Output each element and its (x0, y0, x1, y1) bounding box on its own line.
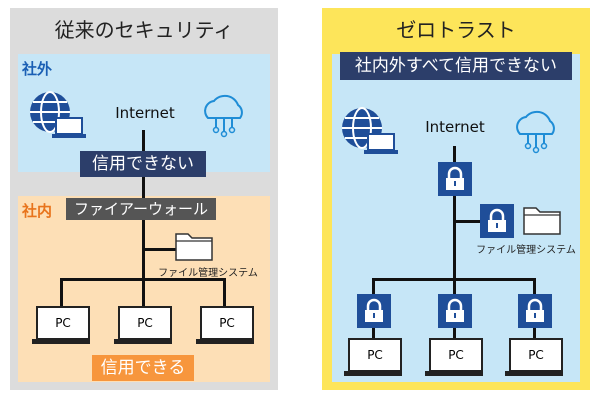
traditional-security-panel: 従来のセキュリティ 社外 社内 Internet 信用できない ファイアーウォー… (10, 8, 278, 390)
pc-label: PC (509, 338, 563, 372)
file-branch-line (142, 248, 176, 251)
pc-laptop: PC (425, 338, 485, 378)
lock-icon (438, 162, 472, 196)
folder-icon (175, 233, 213, 261)
pc-drop-line (223, 278, 226, 306)
cloud-network-icon (516, 110, 555, 154)
pc-laptop: PC (32, 306, 92, 346)
laptop-base (344, 371, 402, 376)
file-system-label: ファイル管理システム (158, 268, 258, 279)
lock-icon (480, 204, 514, 238)
firewall-badge: ファイアーウォール (66, 198, 216, 220)
pc-label: PC (348, 338, 402, 372)
untrusted-badge: 信用できない (80, 151, 206, 177)
laptop-base (114, 339, 172, 344)
internet-label: Internet (115, 104, 175, 122)
outside-label: 社外 (22, 60, 53, 78)
inside-label: 社内 (22, 202, 53, 220)
lock-icon (518, 294, 552, 328)
file-system-label: ファイル管理システム (476, 245, 576, 256)
zero-trust-banner: 社内外すべて信用できない (340, 52, 572, 80)
laptop-base (32, 339, 90, 344)
laptop-base (505, 371, 563, 376)
traditional-title: 従来のセキュリティ (54, 18, 234, 42)
globe-laptop-icon (30, 91, 86, 138)
pc-laptop: PC (114, 306, 174, 346)
laptop-base (196, 339, 254, 344)
laptop-base (425, 371, 483, 376)
pc-drop-line (60, 278, 63, 306)
lock-icon (357, 294, 391, 328)
pc-label: PC (36, 306, 90, 340)
pc-label: PC (200, 306, 254, 340)
zero-trust-title: ゼロトラスト (396, 18, 516, 42)
pc-label: PC (118, 306, 172, 340)
folder-icon (523, 207, 561, 235)
backbone-line (453, 146, 456, 278)
pc-label: PC (429, 338, 483, 372)
file-branch-line (453, 220, 489, 223)
internet-label: Internet (425, 118, 485, 136)
cloud-network-icon (204, 94, 243, 138)
globe-laptop-icon (342, 107, 398, 154)
pc-laptop: PC (344, 338, 404, 378)
pc-drop-line (142, 278, 145, 306)
pc-laptop: PC (196, 306, 256, 346)
pc-laptop: PC (505, 338, 565, 378)
trusted-badge: 信用できる (92, 355, 194, 381)
zero-trust-panel: ゼロトラスト 社内外すべて信用できない Internet (322, 8, 590, 390)
lock-icon (438, 294, 472, 328)
